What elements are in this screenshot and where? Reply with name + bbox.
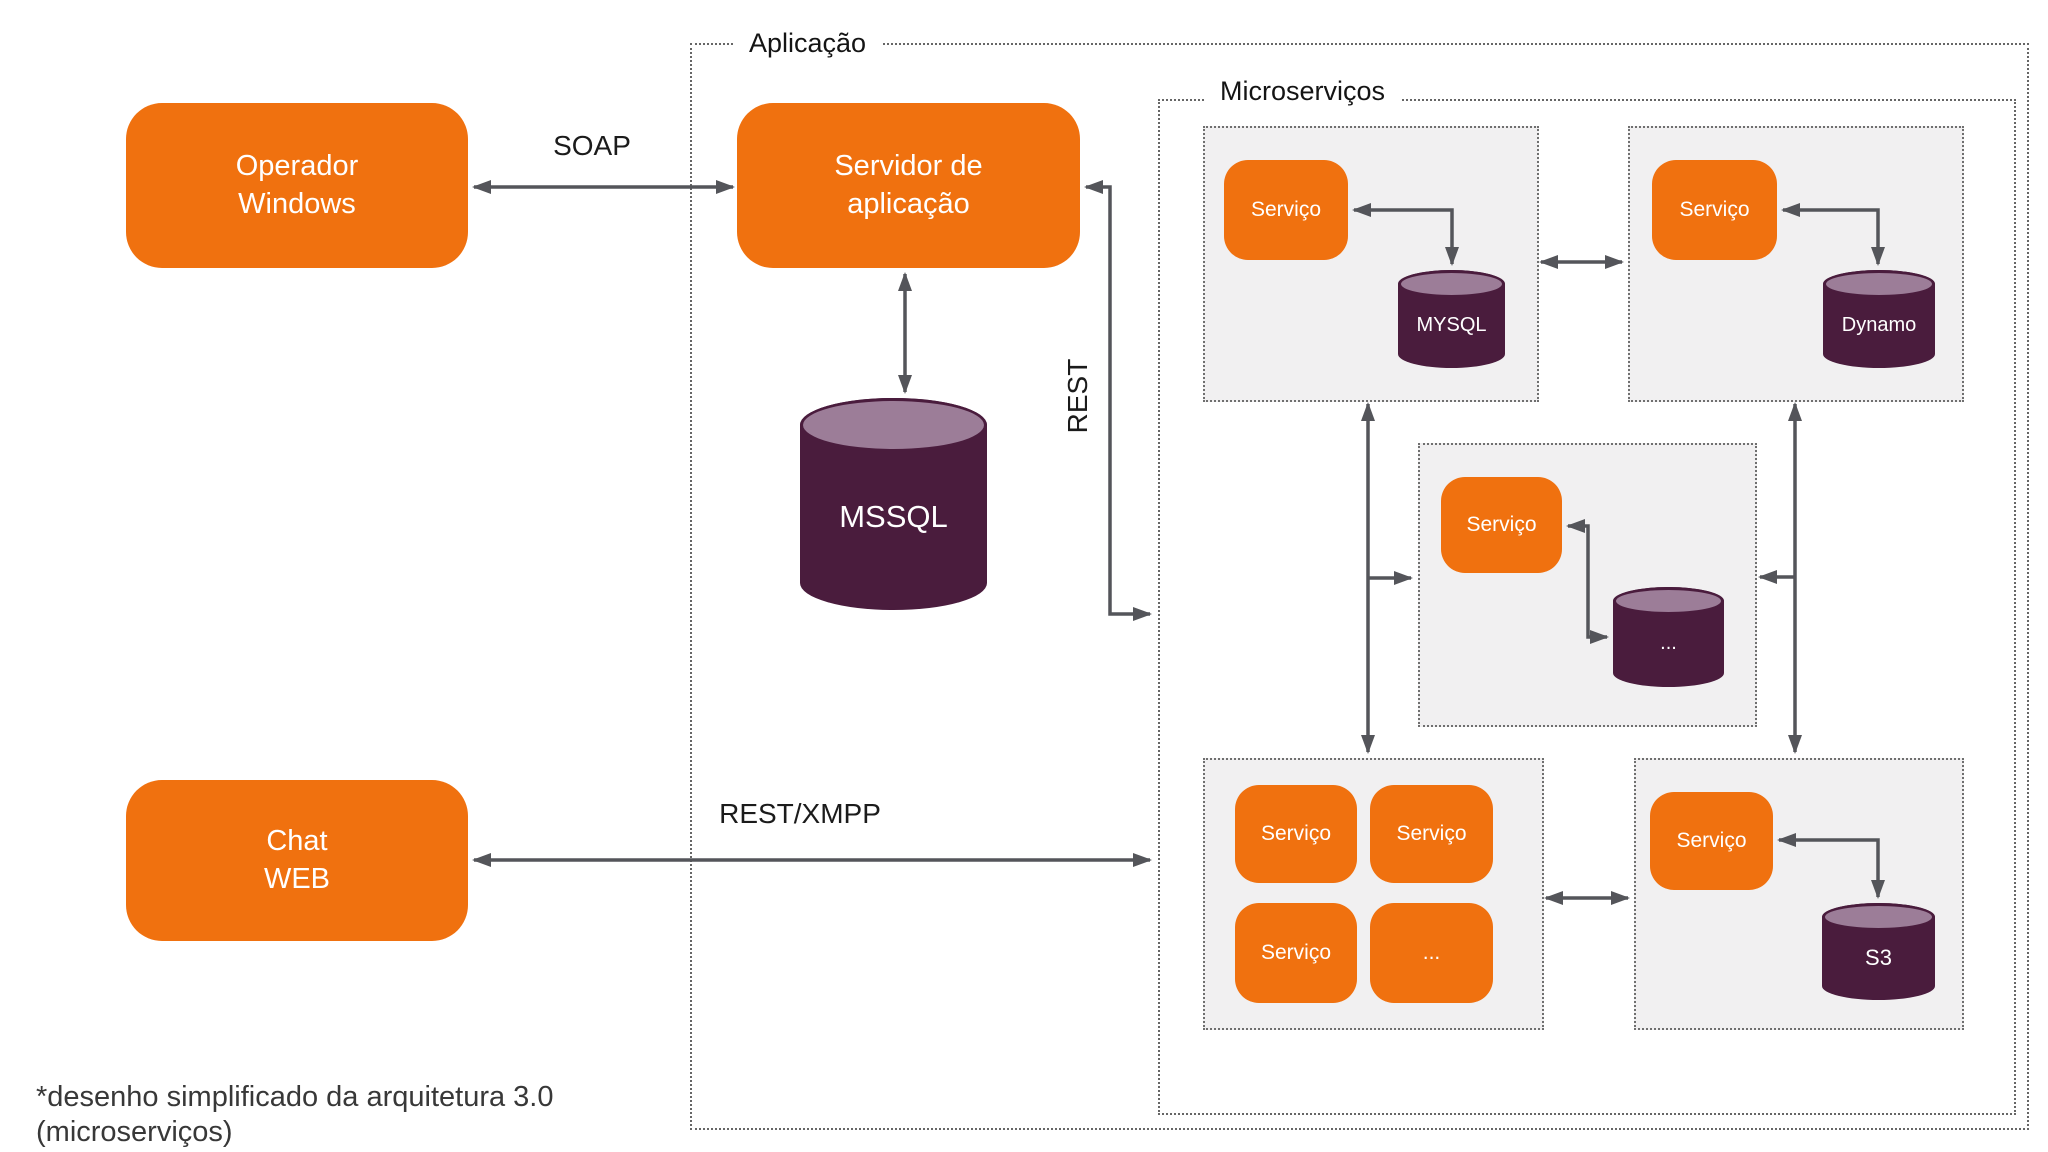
servico-node-pool-3: Serviço <box>1235 903 1357 1003</box>
servico-node-pool-4: ... <box>1370 903 1493 1003</box>
ellipsis-cylinder: ... <box>1613 587 1724 687</box>
servico-node-pool-1: Serviço <box>1235 785 1357 883</box>
aplicacao-label: Aplicação <box>733 26 883 61</box>
mssql-label: MSSQL <box>839 499 948 534</box>
dynamo-label: Dynamo <box>1841 313 1917 336</box>
operador-windows-node: Operador Windows <box>126 103 468 268</box>
footnote-text: *desenho simplificado da arquitetura 3.0… <box>36 1081 554 1149</box>
s3-cylinder: S3 <box>1822 903 1935 1000</box>
soap-label: SOAP <box>553 130 631 161</box>
servico-node-other: Serviço <box>1441 477 1562 573</box>
dynamo-cylinder: Dynamo <box>1823 270 1935 368</box>
rest-xmpp-label: REST/XMPP <box>719 798 881 829</box>
chat-web-node: Chat WEB <box>126 780 468 941</box>
servico-node-mysql: Serviço <box>1224 160 1348 260</box>
mysql-cylinder: MYSQL <box>1398 270 1505 368</box>
rest-label: REST <box>1062 358 1093 434</box>
servidor-aplicacao-node: Servidor de aplicação <box>737 103 1080 268</box>
mssql-cylinder: MSSQL <box>800 398 987 610</box>
s3-label: S3 <box>1865 944 1892 970</box>
microservicos-frame <box>1158 99 2016 1115</box>
mysql-label: MYSQL <box>1416 313 1487 336</box>
aplicacao-frame <box>690 43 2029 1130</box>
servico-node-s3: Serviço <box>1650 792 1773 890</box>
servico-node-pool-2: Serviço <box>1370 785 1493 883</box>
ellipsis-cylinder-label: ... <box>1660 631 1677 654</box>
servico-node-dynamo: Serviço <box>1652 160 1777 260</box>
microservicos-label: Microserviços <box>1204 74 1402 109</box>
